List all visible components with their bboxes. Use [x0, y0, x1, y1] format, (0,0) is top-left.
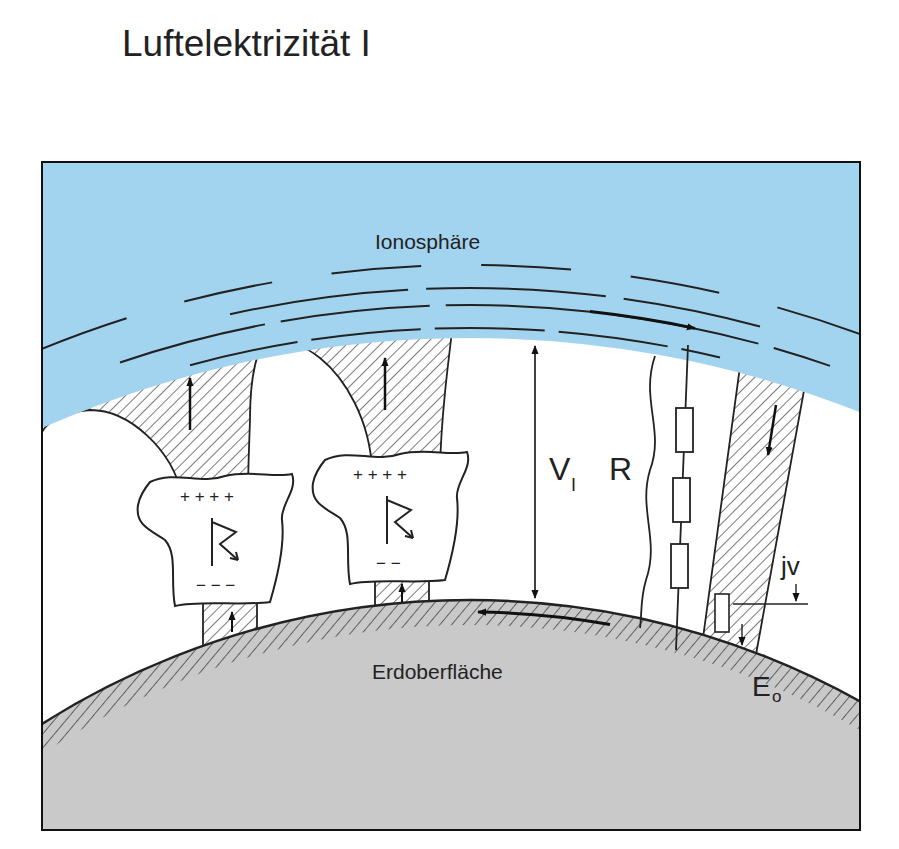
charge-label: + + + + — [353, 466, 407, 485]
field-arrow — [741, 624, 742, 645]
current-arrow — [401, 584, 403, 602]
earth-surface — [42, 600, 860, 830]
ionosphere-arc — [42, 265, 860, 349]
brace — [640, 356, 655, 628]
ionosphere-arc — [190, 328, 720, 365]
symbol-label: E — [752, 672, 771, 703]
resistor-symbol — [673, 478, 690, 522]
charge-label: − − − — [196, 577, 235, 596]
symbol-label: R — [609, 452, 632, 487]
current-arrow — [189, 378, 192, 430]
charge-label: − − — [376, 555, 401, 574]
ionosphere-ground — [42, 162, 860, 428]
earth-core — [42, 625, 860, 830]
leader-line — [733, 603, 808, 604]
subscript-label: o — [772, 688, 781, 707]
resistor-symbol — [671, 544, 688, 588]
region-label: Ionosphäre — [375, 230, 480, 253]
frame — [42, 162, 860, 830]
current-arrow — [231, 612, 233, 632]
current-arrow — [478, 612, 610, 624]
title: Luftelektrizität I — [122, 24, 371, 65]
region-label: Erdoberfläche — [372, 660, 503, 683]
subscript-label: I — [571, 476, 576, 496]
resistor-symbol — [676, 408, 693, 452]
symbol-label: V — [549, 452, 570, 487]
resistor-symbol — [715, 594, 729, 632]
leader-arrow — [795, 584, 796, 601]
potential-arrow — [534, 346, 536, 598]
current-arrow — [768, 405, 776, 455]
ionosphere-arc — [120, 305, 830, 366]
thundercloud — [138, 474, 294, 606]
symbol-label: jv — [781, 552, 800, 581]
thundercloud — [313, 452, 469, 584]
ionosphere-arc — [230, 288, 760, 326]
current-arrow — [590, 312, 695, 329]
earth — [42, 600, 860, 830]
charge-label: + + + + — [180, 488, 234, 507]
current-arrow — [384, 358, 387, 410]
